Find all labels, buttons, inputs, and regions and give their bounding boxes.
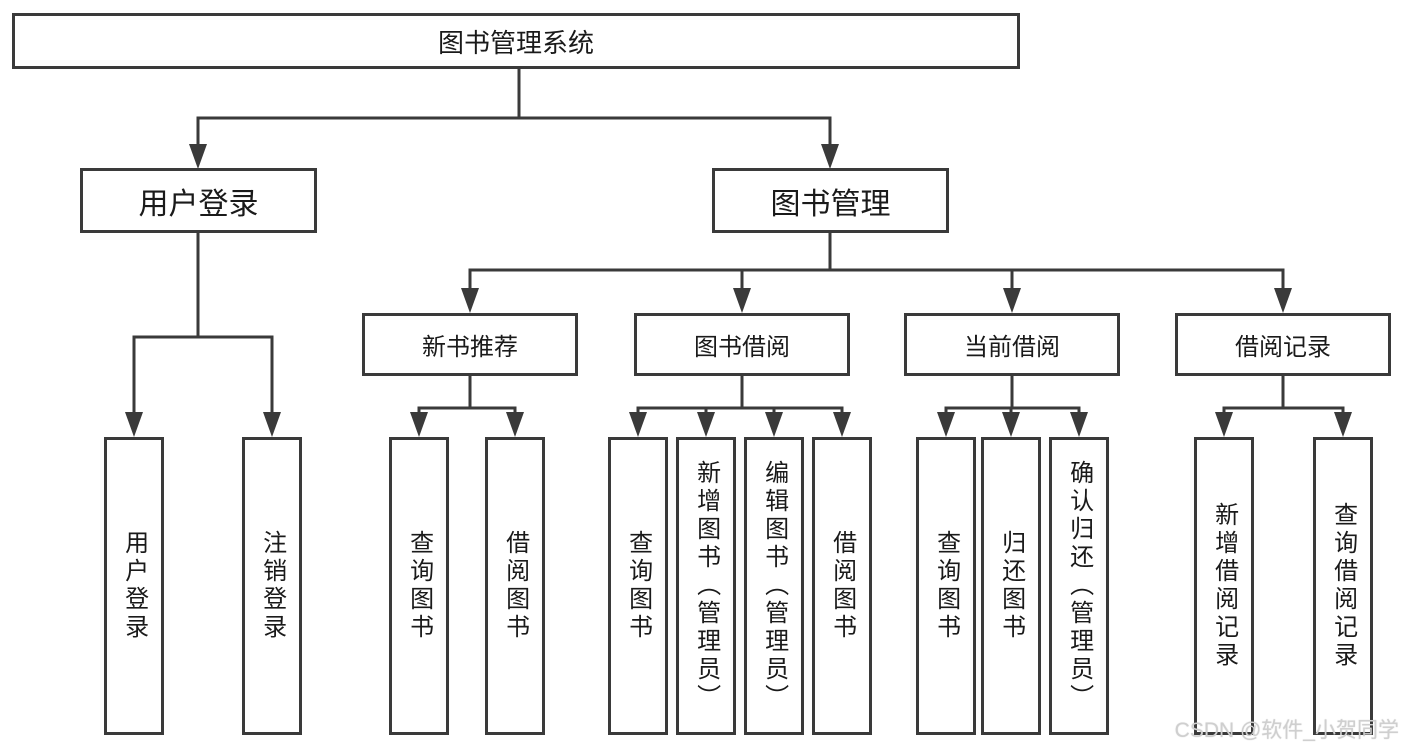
leaf-confirm-return-admin: 确认归还（管理员）: [1049, 437, 1109, 735]
leaf-return-books-label: 归还图书: [997, 530, 1025, 642]
leaf-query-books-3: 查询图书: [916, 437, 976, 735]
leaf-query-books: 查询图书: [389, 437, 449, 735]
leaf-borrow-books-label: 借阅图书: [501, 530, 529, 642]
leaf-query-books-label: 查询图书: [405, 530, 433, 642]
leaf-logout-label: 注销登录: [258, 530, 286, 642]
csdn-watermark: CSDN @软件_小贺同学: [1174, 719, 1399, 742]
connector-newbookrec-to-leaves: [410, 376, 524, 437]
leaf-borrow-books-2: 借阅图书: [812, 437, 872, 735]
connector-bookborrow-to-leaves: [629, 376, 851, 437]
node-library-system-label: 图书管理系统: [437, 27, 594, 58]
node-user-login: 用户登录: [80, 168, 317, 233]
leaf-edit-books-admin-label: 编辑图书（管理员）: [760, 460, 788, 712]
leaf-user-login: 用户登录: [104, 437, 164, 735]
node-book-borrowing-label: 图书借阅: [694, 334, 790, 361]
node-user-login-label: 用户登录: [138, 187, 259, 221]
node-book-management: 图书管理: [712, 168, 949, 233]
leaf-query-books-3-label: 查询图书: [932, 530, 960, 642]
leaf-query-borrow-record-label: 查询借阅记录: [1329, 502, 1357, 670]
connector-borrowrecord-to-leaves: [1215, 376, 1352, 437]
leaf-logout: 注销登录: [242, 437, 302, 735]
leaf-user-login-label: 用户登录: [120, 530, 148, 642]
node-current-borrowing-label: 当前借阅: [964, 334, 1060, 361]
leaf-query-borrow-record: 查询借阅记录: [1313, 437, 1373, 735]
leaf-query-books-2: 查询图书: [608, 437, 668, 735]
leaf-edit-books-admin: 编辑图书（管理员）: [744, 437, 804, 735]
leaf-confirm-return-admin-label: 确认归还（管理员）: [1065, 460, 1093, 712]
node-current-borrowing: 当前借阅: [904, 313, 1120, 376]
node-book-management-label: 图书管理: [770, 187, 891, 221]
leaf-add-books-admin-label: 新增图书（管理员）: [692, 460, 720, 712]
node-library-system: 图书管理系统: [12, 13, 1020, 69]
leaf-query-books-2-label: 查询图书: [624, 530, 652, 642]
connector-currentborrow-to-leaves: [937, 376, 1088, 437]
leaf-borrow-books-2-label: 借阅图书: [828, 530, 856, 642]
connector-root-to-level2: [189, 69, 839, 169]
node-new-book-recommend-label: 新书推荐: [422, 334, 518, 361]
leaf-return-books: 归还图书: [981, 437, 1041, 735]
node-borrowing-records-label: 借阅记录: [1235, 334, 1331, 361]
leaf-add-borrow-record-label: 新增借阅记录: [1210, 502, 1238, 670]
connector-userlogin-to-leaves: [125, 233, 281, 437]
leaf-borrow-books: 借阅图书: [485, 437, 545, 735]
leaf-add-books-admin: 新增图书（管理员）: [676, 437, 736, 735]
connector-bookmgmt-to-level3: [461, 233, 1292, 313]
leaf-add-borrow-record: 新增借阅记录: [1194, 437, 1254, 735]
node-book-borrowing: 图书借阅: [634, 313, 850, 376]
node-new-book-recommend: 新书推荐: [362, 313, 578, 376]
node-borrowing-records: 借阅记录: [1175, 313, 1391, 376]
